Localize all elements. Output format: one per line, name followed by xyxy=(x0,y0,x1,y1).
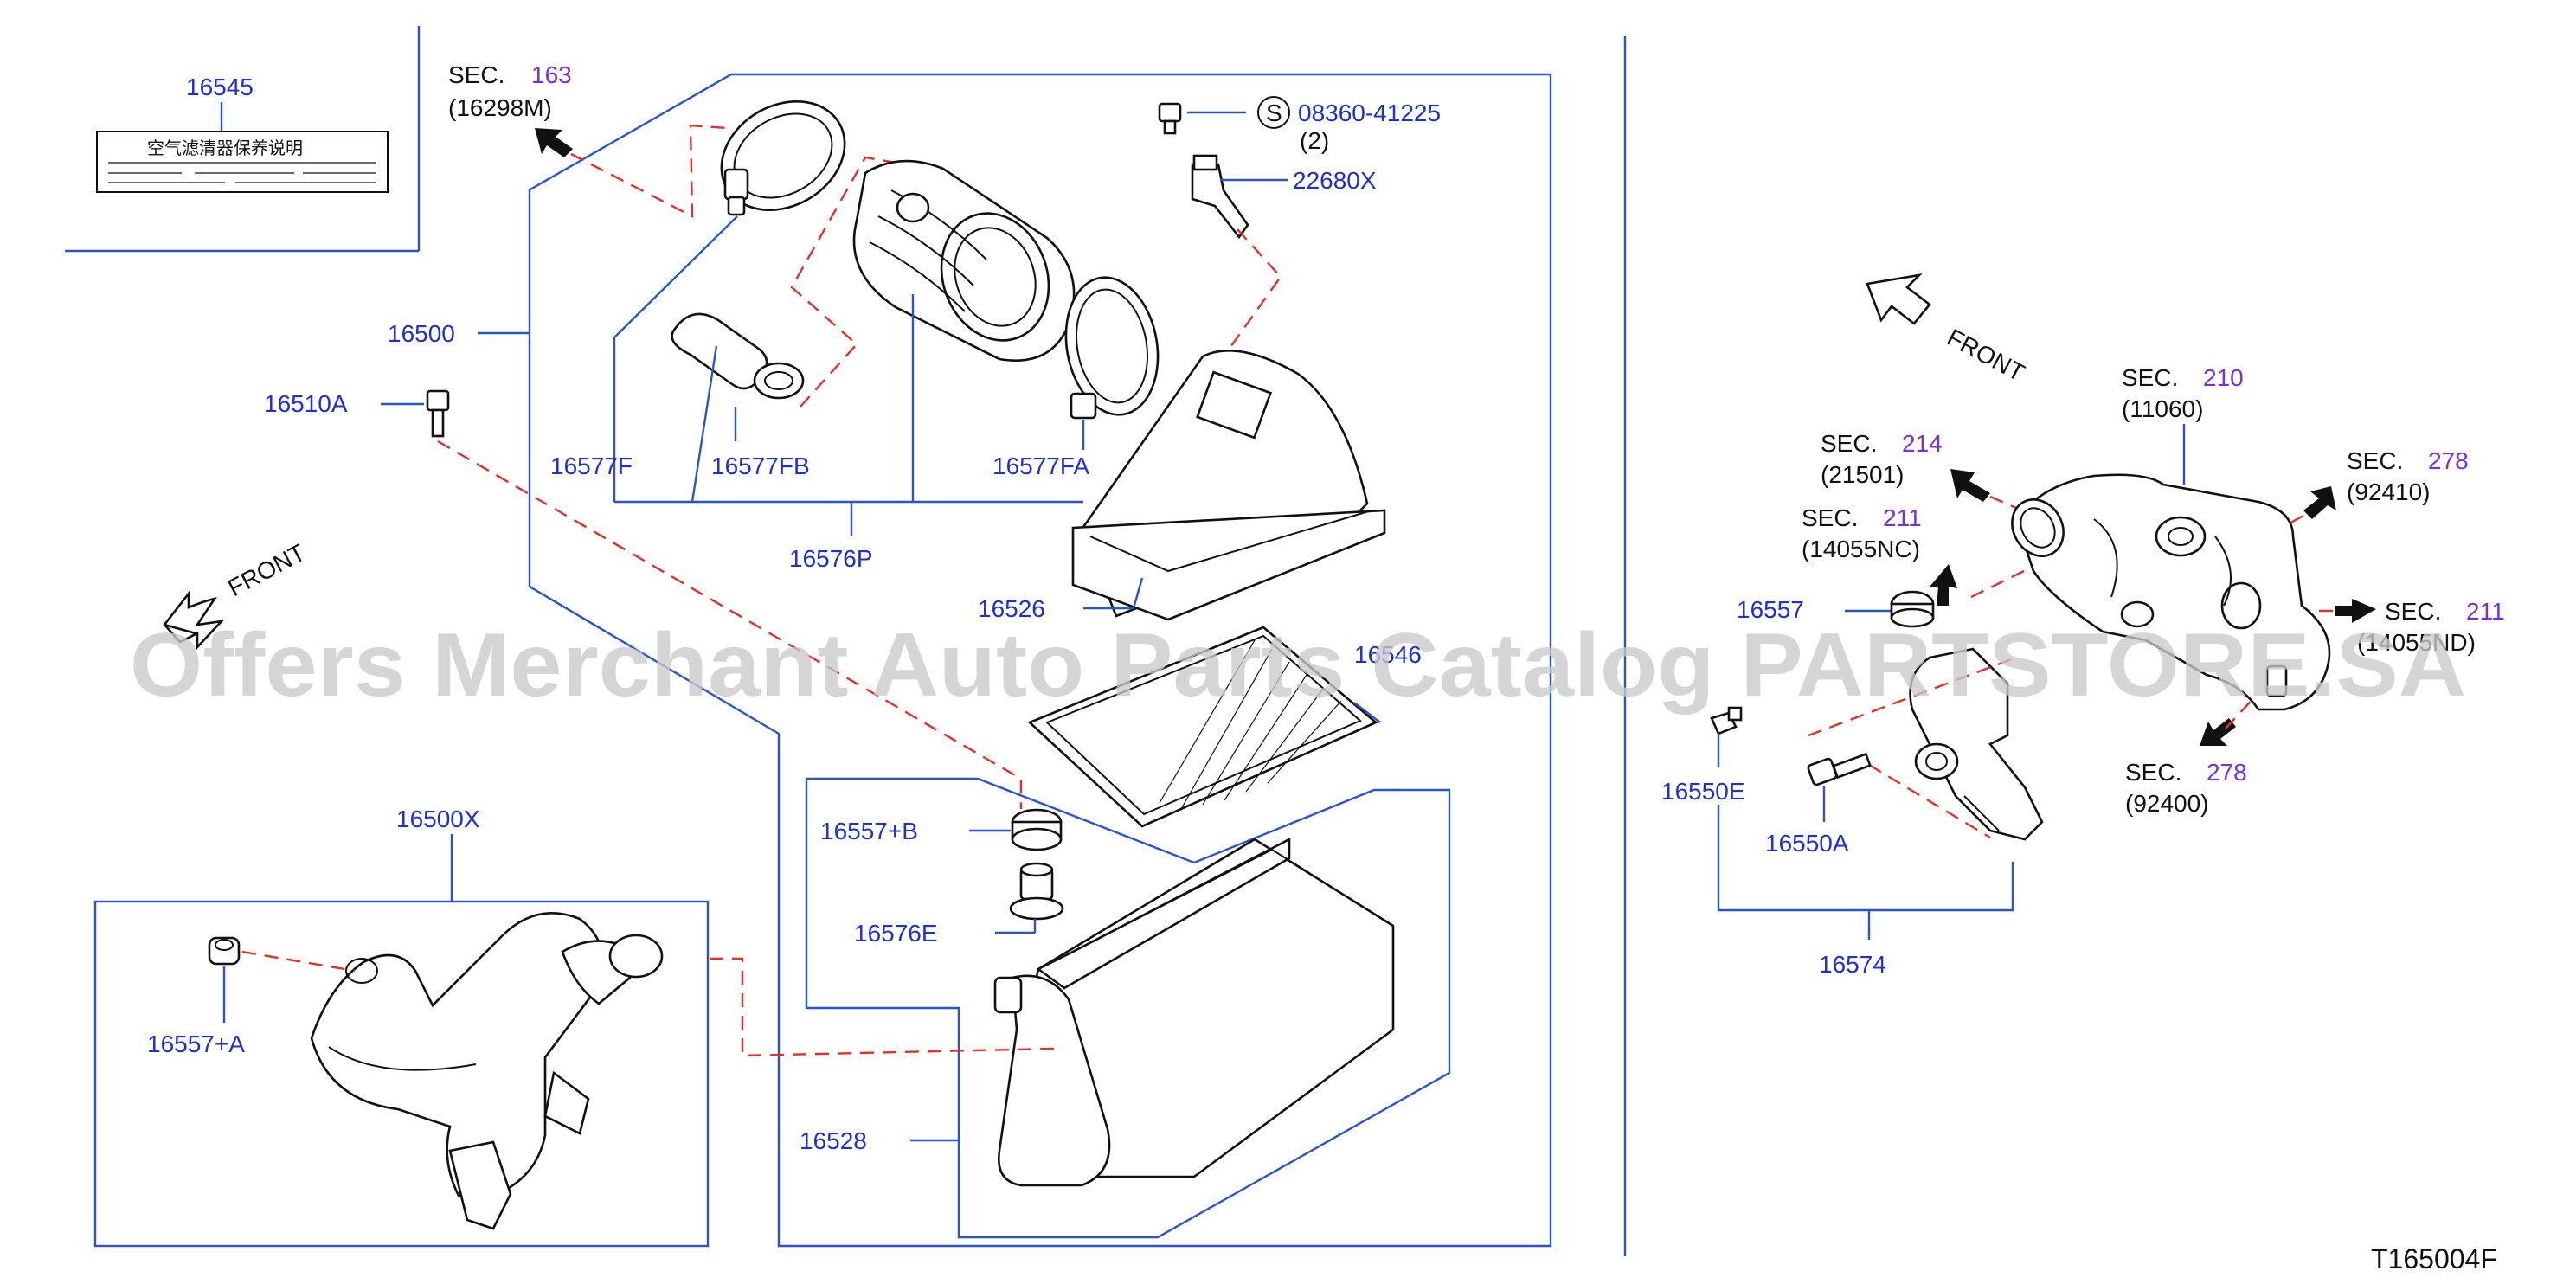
part-number-16577FA: 16577FA xyxy=(992,453,1089,479)
arrow-icon xyxy=(535,128,573,157)
hose-clamp-16577F xyxy=(613,100,846,502)
arrow-icon xyxy=(2200,718,2236,746)
grommet-16576E: 16576E xyxy=(854,862,1064,947)
front-label-left: FRONT xyxy=(223,539,310,602)
assembly-outline-16500: 16500 xyxy=(388,73,1552,1248)
sec-code: (92410) xyxy=(2347,478,2431,505)
part-number-22680X: 22680X xyxy=(1293,167,1377,194)
bracket-16576P: 16577F 16577FB 16577FA 16576P xyxy=(550,453,1089,572)
sec-number: 210 xyxy=(2203,364,2244,391)
part-number-16577F: 16577F xyxy=(550,453,633,479)
arrow-icon xyxy=(2303,486,2336,519)
sec-prefix: SEC. xyxy=(1802,504,1858,531)
bolt-16510A: 16510A xyxy=(264,389,1023,809)
label-card-16545: 16545 空气滤清器保养说明 xyxy=(96,74,389,193)
sec-prefix: SEC. xyxy=(2385,598,2441,625)
part-number-16500: 16500 xyxy=(388,320,455,347)
sec-number: 278 xyxy=(2428,447,2469,474)
sec-code: (92400) xyxy=(2125,790,2209,817)
hose-clamp-16577FA xyxy=(1064,276,1160,450)
part-number-16545: 16545 xyxy=(186,74,254,100)
part-number-16576E: 16576E xyxy=(854,920,938,947)
part-number-16500X: 16500X xyxy=(396,806,480,832)
arrow-icon xyxy=(1930,564,1957,606)
diagram-reference-code: T165004F xyxy=(2371,1243,2497,1274)
sec-number: 163 xyxy=(531,61,572,88)
part-number-16557: 16557 xyxy=(1737,596,1804,623)
resonator-group-16500X: 16500X 16557+A xyxy=(93,806,1055,1248)
part-number-16550A: 16550A xyxy=(1765,830,1849,857)
part-number-16557B: 16557+B xyxy=(820,818,918,844)
bracket-16574 xyxy=(1808,647,2044,841)
thermostat-housing xyxy=(2011,473,2331,711)
section-ref-163: SEC. 163 (16298M) xyxy=(448,61,728,218)
part-number-16550E: 16550E xyxy=(1661,778,1745,805)
air-intake-duct xyxy=(852,159,1076,502)
part-number-16526: 16526 xyxy=(978,595,1045,622)
screw-symbol: S xyxy=(1266,100,1282,126)
section-ref-210: SEC. 210 (11060) xyxy=(2122,364,2244,485)
part-number-16576P: 16576P xyxy=(789,545,873,572)
frame-lines xyxy=(65,26,1627,1256)
sec-prefix: SEC. xyxy=(448,61,504,88)
arrow-icon xyxy=(1950,469,1990,502)
sec-number: 211 xyxy=(2466,598,2505,625)
part-number-16528: 16528 xyxy=(800,1127,867,1154)
sec-prefix: SEC. xyxy=(2347,447,2403,474)
screw-08360-41225: S 08360-41225 (2) xyxy=(1158,96,1441,154)
part-number-16557A: 16557+A xyxy=(147,1030,245,1057)
part-number-08360-41225: 08360-41225 xyxy=(1298,100,1441,126)
section-ref-211-nc: SEC. 211 (14055NC) xyxy=(1802,504,2078,606)
part-number-16546: 16546 xyxy=(1354,641,1422,668)
arrow-icon xyxy=(2335,599,2376,623)
air-cleaner-lower-case-16528: 16528 xyxy=(800,777,1451,1239)
section-ref-214: SEC. 214 (21501) xyxy=(1821,430,2043,521)
sec-number: 278 xyxy=(2207,759,2247,786)
bolt-16550A: 16550A xyxy=(1765,752,1872,857)
sec-prefix: SEC. xyxy=(2125,759,2181,786)
sec-prefix: SEC. xyxy=(1821,430,1877,457)
sec-code: (14055ND) xyxy=(2357,629,2476,656)
sec-number: 214 xyxy=(1902,430,1943,457)
front-arrow-right: FRONT xyxy=(1866,273,2029,387)
sec-code: (14055NC) xyxy=(1802,536,1920,562)
part-number-16574: 16574 xyxy=(1819,951,1886,978)
front-label-right: FRONT xyxy=(1943,324,2029,387)
sec-code: (11060) xyxy=(2122,395,2203,422)
grommet-16557: 16557 xyxy=(1737,590,1935,628)
bracket-16574-leader: 16574 xyxy=(1717,805,2014,978)
label-card-text: 空气滤清器保养说明 xyxy=(147,138,303,158)
section-ref-278-92400: SEC. 278 (92400) xyxy=(2125,683,2268,817)
part-number-16510A: 16510A xyxy=(264,390,348,417)
grommet-16557B: 16557+B xyxy=(820,808,1063,851)
sec-code: (21501) xyxy=(1821,461,1905,488)
sec-prefix: SEC. xyxy=(2122,364,2178,391)
watermark-text: Offers Merchant Auto Parts Catalog PARTS… xyxy=(130,615,2466,716)
air-cleaner-upper-case-16526: 16526 xyxy=(978,350,1386,622)
air-filter-element-16546: 16546 xyxy=(1027,626,1422,828)
part-quantity: (2) xyxy=(1300,127,1329,154)
clip-16550E: 16550E xyxy=(1661,706,1745,805)
sec-number: 211 xyxy=(1883,504,1922,531)
sensor-22680X: 22680X xyxy=(1191,154,1377,375)
section-ref-211-nd: SEC. 211 (14055ND) xyxy=(2284,598,2505,656)
sec-code: (16298M) xyxy=(448,94,552,121)
hose-16577FB xyxy=(671,156,896,503)
part-number-16577FB: 16577FB xyxy=(711,453,810,479)
